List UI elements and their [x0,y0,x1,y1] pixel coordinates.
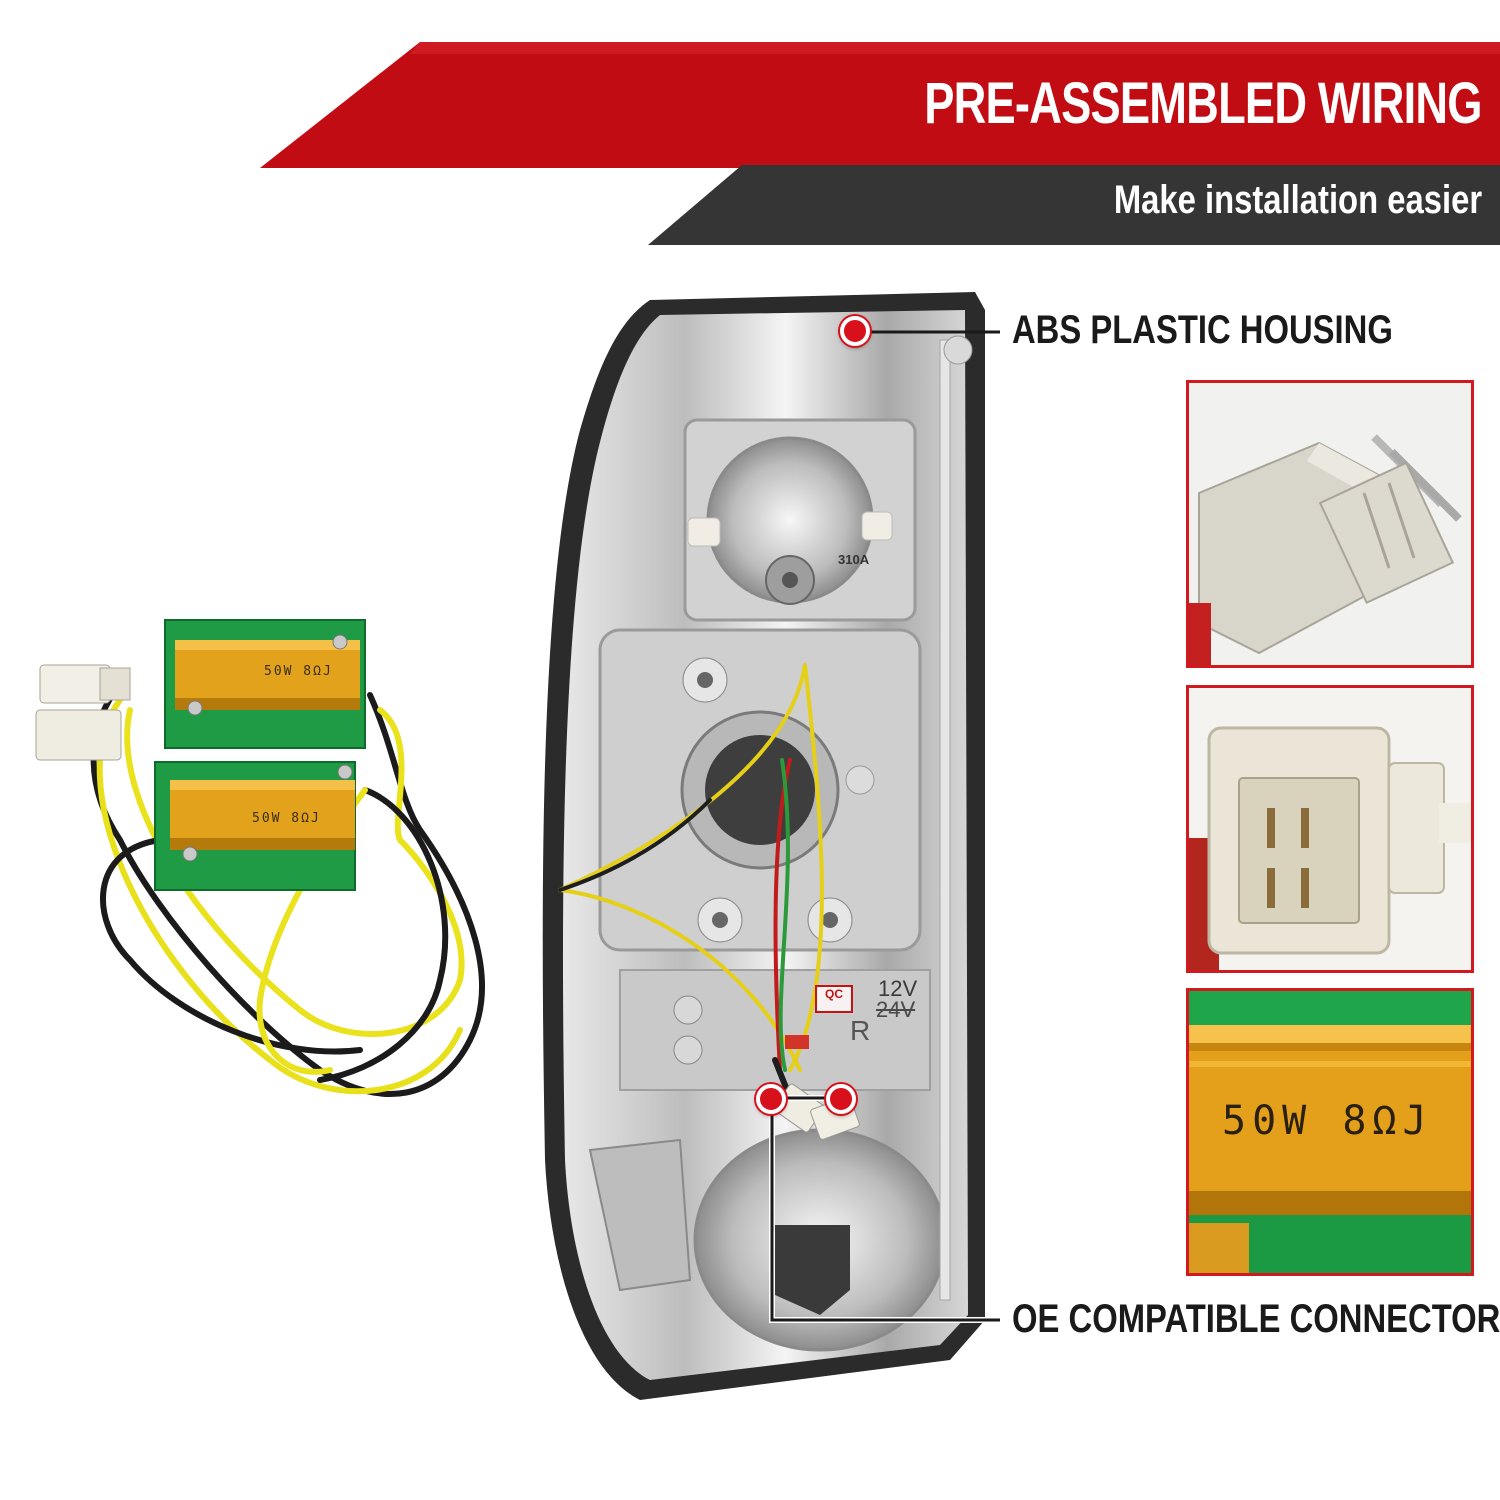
subheadline: Make installation easier [1113,178,1482,222]
resistor-1-marking: 50W 8ΩJ [264,664,333,679]
resistor-marking-closeup: 50W 8ΩJ [1222,1098,1433,1144]
header-banner-red [260,42,1500,168]
callout-housing-label: ABS PLASTIC HOUSING [1012,308,1393,352]
callout-connectors-label: OE COMPATIBLE CONNECTORS [1012,1297,1500,1341]
resistor-closeup-illustration [1189,991,1471,1273]
connector-plug-illustration [1189,383,1471,665]
housing-stamp-bulb: 310A [838,552,870,567]
load-resistor-harness [35,619,485,1097]
detail-panel-resistor [1186,988,1474,1276]
tail-light-housing [542,292,985,1400]
housing-stamp-side: R [850,1015,871,1046]
header-banner-dark [648,165,1500,245]
resistor-2-marking: 50W 8ΩJ [252,811,321,826]
callout-dot-connector-1 [756,1084,786,1114]
detail-panel-connector-plug [1186,380,1474,668]
detail-panel-connector-socket [1186,685,1474,973]
callout-dot-connector-2 [826,1084,856,1114]
qc-sticker: QC [815,985,853,1013]
callout-dot-housing [840,316,870,346]
headline: PRE-ASSEMBLED WIRING [924,71,1483,136]
connector-socket-illustration [1189,688,1471,970]
housing-stamp-voltage-alt: 24V [876,997,916,1022]
housing-stamp-voltage: 12V [878,976,918,1001]
